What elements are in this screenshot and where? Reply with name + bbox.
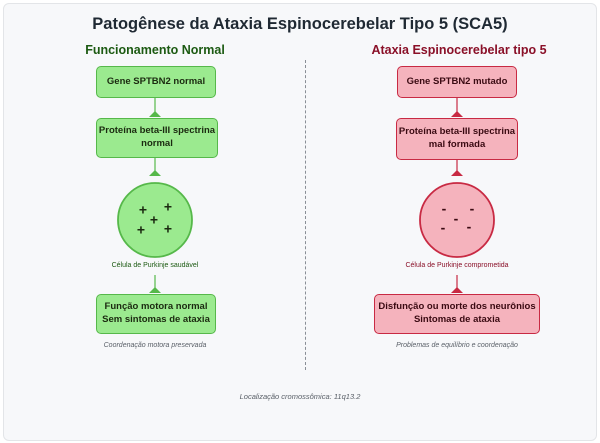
chromosome-location: Localização cromossômica: 11q13.2 <box>239 392 361 401</box>
normal-arrowhead-3 <box>149 287 161 293</box>
compromised-cell-body <box>419 182 495 258</box>
disease-protein-line2: mal formada <box>428 139 486 150</box>
compromised-purkinje-cell: - - - - - <box>419 182 495 258</box>
disease-outcome-line1: Disfunção ou morte dos neurônios <box>378 301 536 313</box>
healthy-cell-label: Célula de Purkinje saudável <box>111 262 199 269</box>
compromised-cell-sign: - <box>470 201 475 217</box>
healthy-cell-body <box>117 182 193 258</box>
column-divider <box>305 60 306 370</box>
normal-heading: Funcionamento Normal <box>85 43 225 57</box>
disease-arrowhead-1 <box>451 111 463 117</box>
disease-gene-label: Gene SPTBN2 mutado <box>406 75 508 87</box>
normal-gene-box: Gene SPTBN2 normal <box>96 66 216 98</box>
healthy-purkinje-cell: + + + + + <box>117 182 193 258</box>
normal-protein-box: Proteína beta-III spectrina normal <box>96 118 218 158</box>
normal-protein-line1: Proteína beta-III spectrina <box>98 125 216 137</box>
disease-protein-line1: Proteína beta-III spectrina <box>398 126 516 138</box>
disease-heading: Ataxia Espinocerebelar tipo 5 <box>371 43 547 57</box>
disease-gene-box: Gene SPTBN2 mutado <box>397 66 517 98</box>
normal-outcome-box: Função motora normal Sem sintomas de ata… <box>96 294 216 334</box>
disease-protein-box: Proteína beta-III spectrina mal formada <box>396 118 518 160</box>
healthy-cell-sign: + <box>139 202 147 218</box>
compromised-cell-sign: - <box>442 201 447 217</box>
disease-outcome-line2: Sintomas de ataxia <box>413 314 501 325</box>
normal-connectors <box>149 98 161 293</box>
normal-arrowhead-2 <box>149 170 161 176</box>
normal-outcome-line2: Sem sintomas de ataxia <box>102 314 210 325</box>
disease-arrowhead-2 <box>451 170 463 176</box>
compromised-cell-sign: - <box>467 219 472 235</box>
disease-outcome-box: Disfunção ou morte dos neurônios Sintoma… <box>374 294 540 334</box>
normal-outcome-line1: Função motora normal <box>104 301 208 313</box>
healthy-cell-sign: + <box>164 199 172 215</box>
healthy-cell-sign: + <box>137 222 145 238</box>
healthy-cell-sign: + <box>150 212 158 228</box>
compromised-cell-sign: - <box>454 211 459 227</box>
compromised-cell-sign: - <box>441 220 446 236</box>
disease-connectors <box>451 98 463 293</box>
disease-note: Problemas de equilíbrio e coordenação <box>396 342 518 349</box>
disease-arrowhead-3 <box>451 287 463 293</box>
normal-protein-line2: normal <box>141 138 173 149</box>
healthy-cell-sign: + <box>164 221 172 237</box>
compromised-cell-label: Célula de Purkinje comprometida <box>405 262 509 269</box>
diagram-title: Patogênese da Ataxia Espinocerebelar Tip… <box>92 15 508 33</box>
normal-gene-label: Gene SPTBN2 normal <box>106 75 206 87</box>
normal-arrowhead-1 <box>149 111 161 117</box>
normal-note: Coordenação motora preservada <box>103 342 207 349</box>
